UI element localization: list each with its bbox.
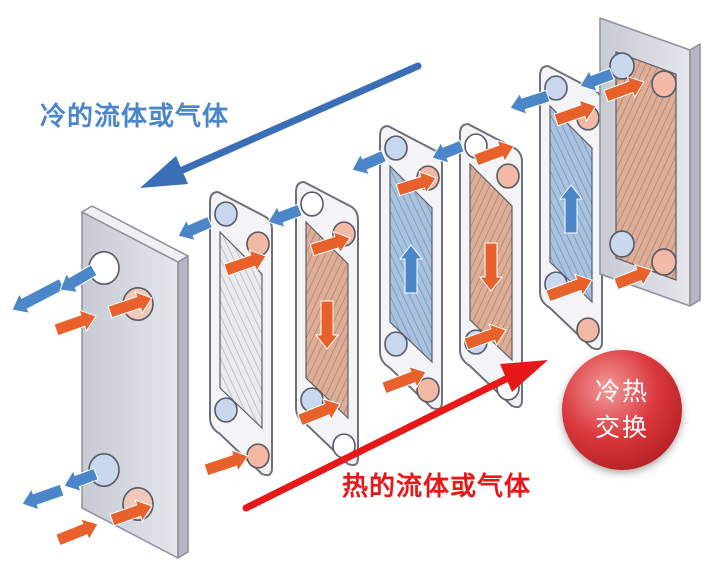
port-hole-icon [214,397,238,423]
hot-flow-arrow-icon [613,264,653,291]
port-hole-icon [88,251,120,286]
cold-flow-arrow-icon [351,149,388,176]
cold-flow-arrow-icon [63,467,99,493]
port-hole-icon [609,230,635,258]
hot-flow-arrow-icon [478,242,504,292]
hot-flow-arrow-icon [109,499,153,527]
cold-flow-arrow-icon [177,215,214,242]
port-hole-icon [576,317,600,343]
hot-flow-arrow-icon [314,300,340,350]
port-hole-icon [651,248,677,276]
port-hole-icon [651,70,677,98]
cold-fluid-label: 冷的流体或气体 [40,102,230,132]
hot-flow-arrow-icon [53,309,97,337]
back-plate-corrugation [615,51,677,281]
hot-direction-arrow [242,360,548,512]
port-hole-icon [300,191,324,217]
port-hole-icon [496,163,520,189]
cold-direction-arrow [140,62,422,188]
port-hole-icon [609,52,635,80]
back-frame-plate [599,17,701,307]
cold-flow-arrow-icon [431,139,465,164]
badge-line-1: 冷热 [594,377,649,406]
hot-flow-arrow-icon [553,99,597,127]
hot-flow-arrow-icon [55,518,99,547]
cold-flow-arrow-icon [267,203,303,229]
port-hole-icon [416,377,440,403]
hot-flow-arrow-icon [223,249,267,277]
hot-flow-arrow-icon [381,365,427,395]
port-hole-icon [544,75,568,101]
cold-flow-arrow-icon [59,264,98,294]
cold-flow-arrow-icon [558,184,584,234]
hot-flow-arrow-icon [309,230,351,257]
hot-flow-arrow-icon [395,170,437,197]
hot-fluid-label: 热的流体或气体 [342,472,532,502]
cold-flow-arrow-icon [21,483,65,511]
hot-flow-arrow-icon [463,323,507,351]
heat-exchange-badge: 冷热 交换 [562,350,682,470]
hot-flow-arrow-icon [107,291,153,319]
heat-plate-1 [209,190,273,477]
port-hole-icon [384,331,408,357]
hot-flow-arrow-icon [297,398,341,427]
cold-flow-arrow-icon [509,89,551,116]
flow-arrows [11,67,653,547]
cold-flow-arrow-icon [11,278,66,314]
hot-flow-arrow-icon [545,273,593,303]
badge-line-2: 交换 [594,413,649,442]
hot-flow-arrow-icon [603,75,645,103]
port-hole-icon [384,135,408,161]
cold-flow-arrow-icon [398,244,424,294]
hot-flow-arrow-icon [473,139,515,167]
hot-flow-arrow-icon [203,449,249,477]
port-hole-icon [246,443,270,469]
port-hole-icon [214,201,238,227]
cold-flow-arrow-icon [579,67,615,93]
